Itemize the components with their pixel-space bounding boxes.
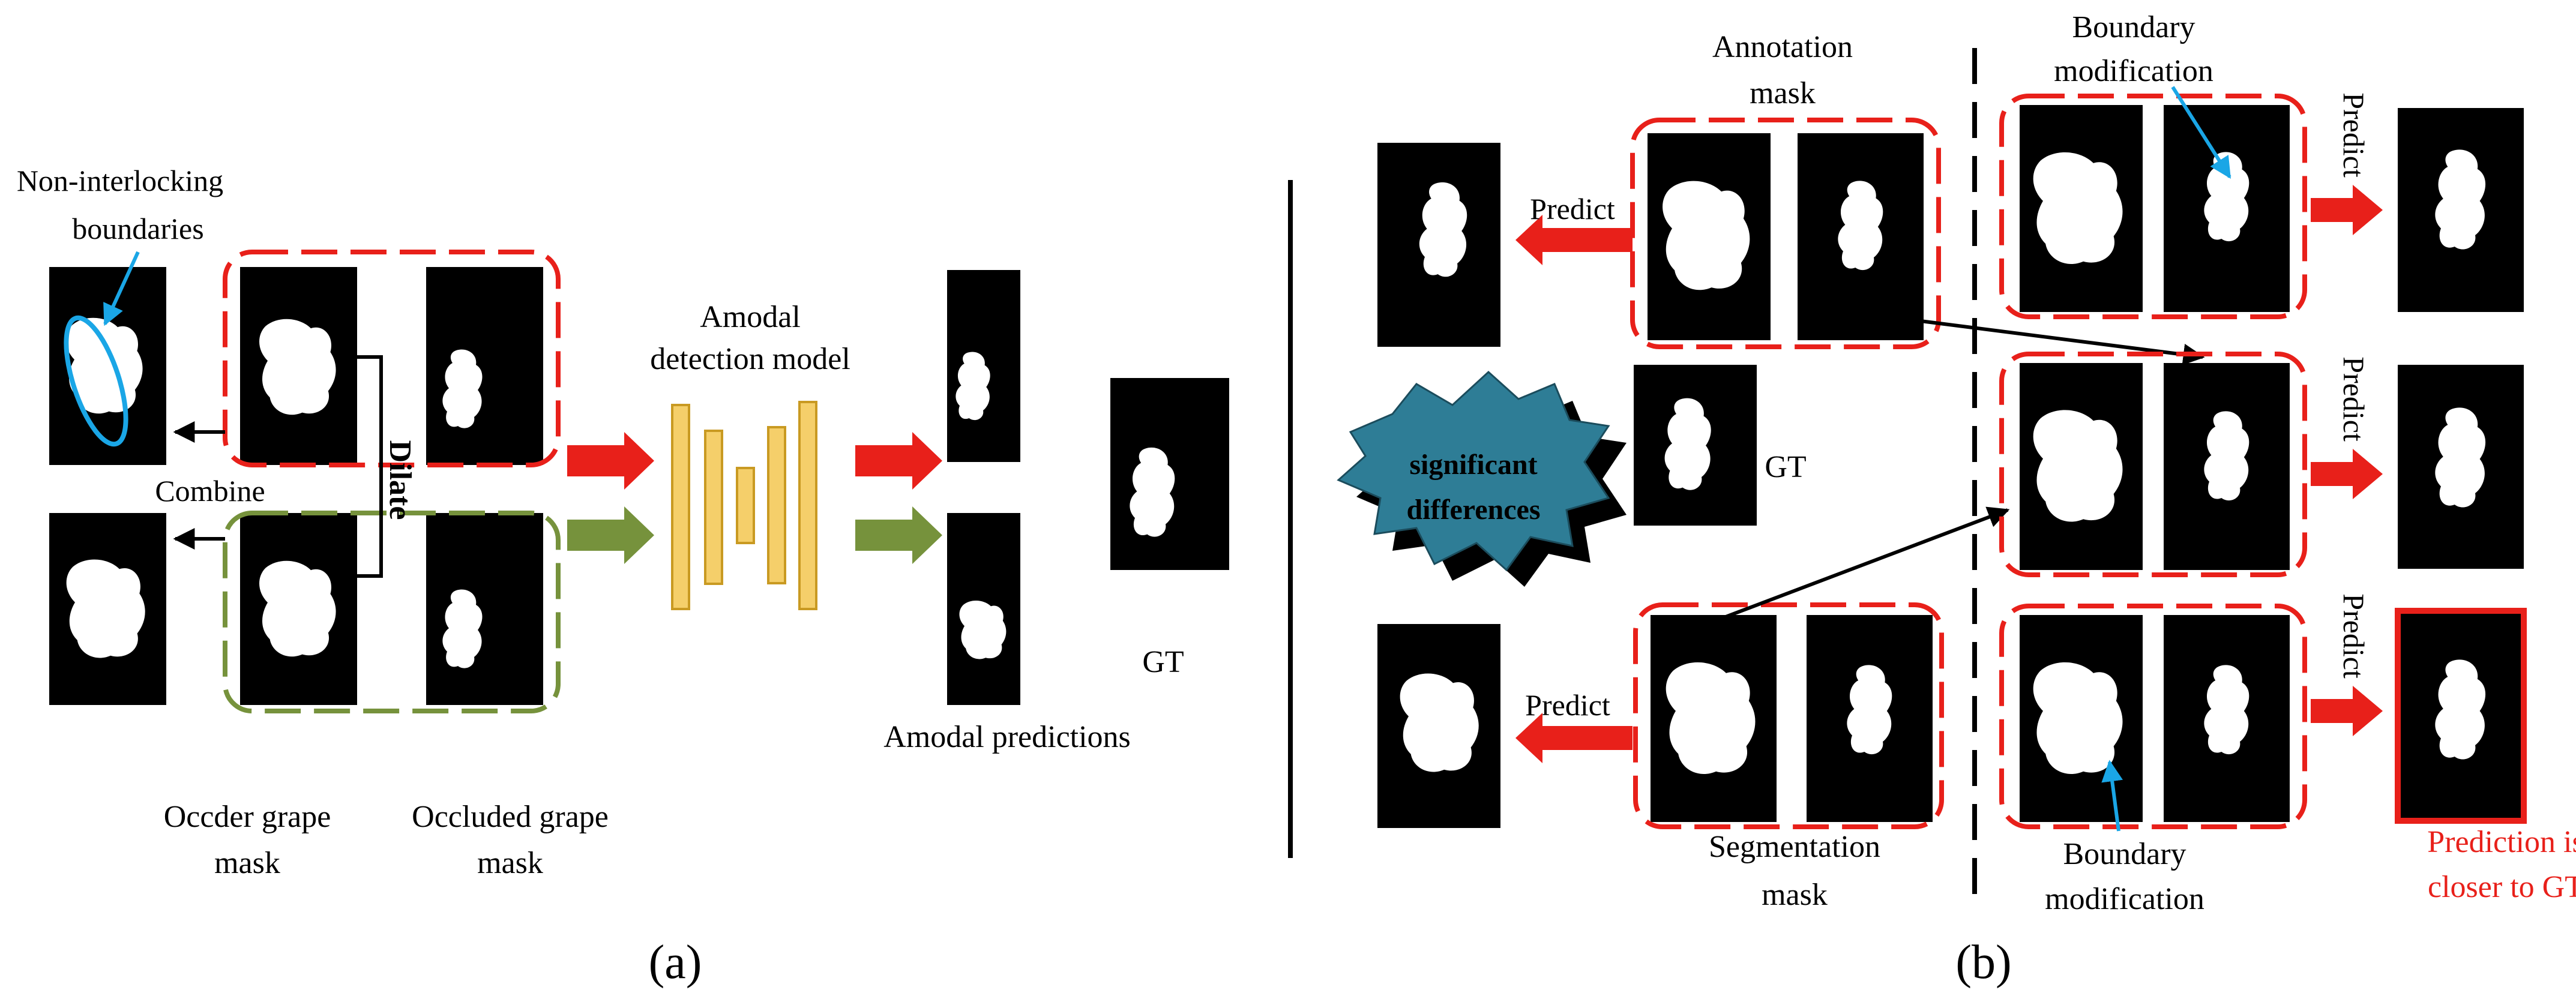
label-occluded-2: mask: [477, 846, 543, 880]
label-significant-2: differences: [1406, 494, 1540, 526]
green-dashed-group-a: [223, 511, 561, 713]
starburst-significant: [1337, 370, 1610, 572]
panel-b: significant differences Predict Annotati…: [1337, 10, 2576, 989]
red-output-arrow: [855, 432, 942, 490]
predict-arrow-right-1: [2311, 185, 2383, 235]
label-predict-3: Predict: [2337, 92, 2371, 178]
boundary-pointer-arrow: [103, 251, 140, 326]
modified-dashed-group-top: [1999, 94, 2307, 319]
label-significant-1: significant: [1409, 449, 1537, 481]
label-boundary-bottom-2: modification: [2045, 882, 2204, 916]
predict-arrow-bottom-left: [1515, 713, 1633, 763]
boundary-mod-pointer-bottom: [2101, 760, 2123, 832]
label-predict-2: Predict: [1525, 688, 1610, 722]
label-closer-1: Prediction is: [2427, 825, 2576, 859]
label-model-2: detection model: [650, 342, 850, 376]
label-occluded-1: Occluded grape: [412, 800, 609, 834]
green-output-arrow: [855, 506, 942, 564]
occluded-mask-bottom: [426, 513, 543, 705]
label-boundary-bottom-1: Boundary: [2063, 837, 2186, 871]
panel-a: Non-interlocking boundaries Combine Dila…: [17, 164, 1229, 989]
predict-arrow-right-3: [2311, 686, 2383, 736]
modified-dashed-group-bottom: [1999, 604, 2307, 829]
red-input-arrow: [567, 432, 654, 490]
label-annotation-2: mask: [1750, 76, 1816, 110]
label-gt-a: GT: [1142, 645, 1184, 679]
green-input-arrow: [567, 506, 654, 564]
dilate-bracket: [354, 355, 383, 578]
caption-b: (b): [1955, 936, 2011, 989]
label-boundary-top-1: Boundary: [2072, 10, 2195, 44]
label-closer-2: closer to GT: [2428, 870, 2576, 904]
label-gt-b: GT: [1765, 450, 1806, 484]
modified-dashed-group-mid: [1999, 352, 2307, 577]
occluded-mask-top: [426, 267, 543, 465]
label-predict-4: Predict: [2337, 356, 2371, 442]
annotation-dashed-group: [1630, 118, 1941, 349]
label-occluder-2: mask: [214, 846, 280, 880]
annotation-to-mid-arrow: [1920, 319, 2205, 365]
red-dashed-group-a: [223, 250, 561, 467]
label-combine: Combine: [155, 474, 265, 508]
amodal-model-icon: [671, 401, 817, 610]
predict-arrow-top-left: [1515, 215, 1633, 265]
label-boundaries-2: boundaries: [72, 212, 203, 245]
label-predict-5: Predict: [2337, 593, 2371, 679]
label-annotation-1: Annotation: [1712, 30, 1853, 64]
label-occluder-1: Occder grape: [164, 800, 331, 834]
label-boundary-top-2: modification: [2054, 54, 2213, 88]
label-dilate: Dilate: [383, 440, 417, 520]
predict-arrow-right-2: [2311, 449, 2383, 499]
label-boundaries-1: Non-interlocking: [17, 164, 223, 197]
caption-a: (a): [649, 936, 702, 989]
segmentation-dashed-group: [1633, 602, 1944, 829]
label-segmentation-1: Segmentation: [1709, 830, 1880, 864]
label-segmentation-2: mask: [1762, 878, 1828, 912]
boundary-highlight-ellipse: [64, 315, 128, 447]
label-amodal-predictions: Amodal predictions: [883, 720, 1131, 754]
label-predict-1: Predict: [1530, 192, 1615, 226]
label-model-1: Amodal: [700, 300, 801, 334]
boundary-mod-pointer-top: [2171, 86, 2231, 179]
segmentation-to-mid-arrow: [1721, 506, 2010, 620]
